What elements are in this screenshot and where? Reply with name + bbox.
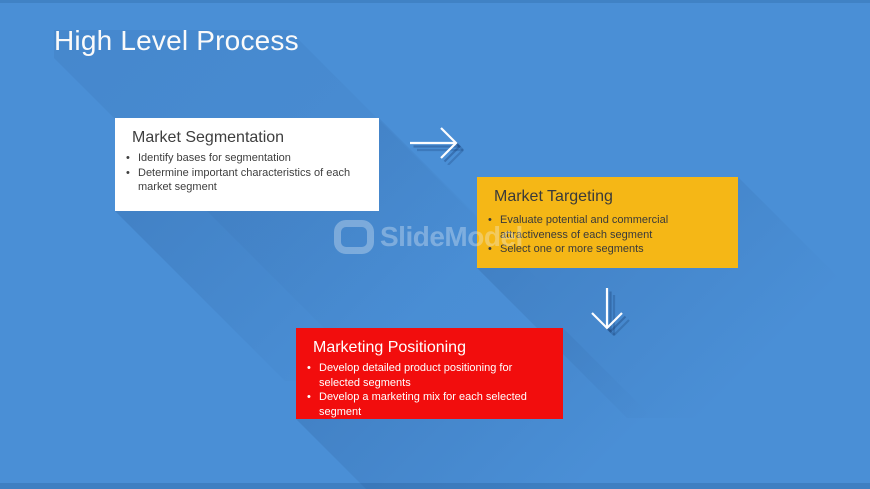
positioning-card: Marketing Positioning Develop detailed p… bbox=[296, 328, 563, 419]
targeting-card: Market Targeting Evaluate potential and … bbox=[477, 177, 738, 268]
card-heading: Market Segmentation bbox=[132, 129, 285, 146]
bottom-edge-strip bbox=[0, 483, 870, 489]
card-heading: Marketing Positioning bbox=[313, 339, 466, 356]
top-edge-strip bbox=[0, 0, 870, 3]
segmentation-card: Market Segmentation Identify bases for s… bbox=[115, 118, 379, 211]
down-arrow-icon bbox=[591, 288, 630, 336]
bullet-item: Determine important characteristics of e… bbox=[124, 166, 371, 195]
bullet-item: Select one or more segments bbox=[486, 242, 730, 257]
bullet-item: Develop detailed product positioning for… bbox=[305, 361, 555, 390]
bullet-item: Evaluate potential and commercial attrac… bbox=[486, 213, 730, 242]
card-bullet-list: Identify bases for segmentation Determin… bbox=[124, 151, 371, 195]
bullet-item: Develop a marketing mix for each selecte… bbox=[305, 390, 555, 419]
card-bullet-list: Evaluate potential and commercial attrac… bbox=[486, 213, 730, 257]
bullet-item: Identify bases for segmentation bbox=[124, 151, 371, 166]
slide-title: High Level Process bbox=[54, 25, 299, 56]
right-arrow-icon bbox=[410, 127, 464, 165]
card-bullet-list: Develop detailed product positioning for… bbox=[305, 361, 555, 420]
card-heading: Market Targeting bbox=[494, 188, 613, 205]
